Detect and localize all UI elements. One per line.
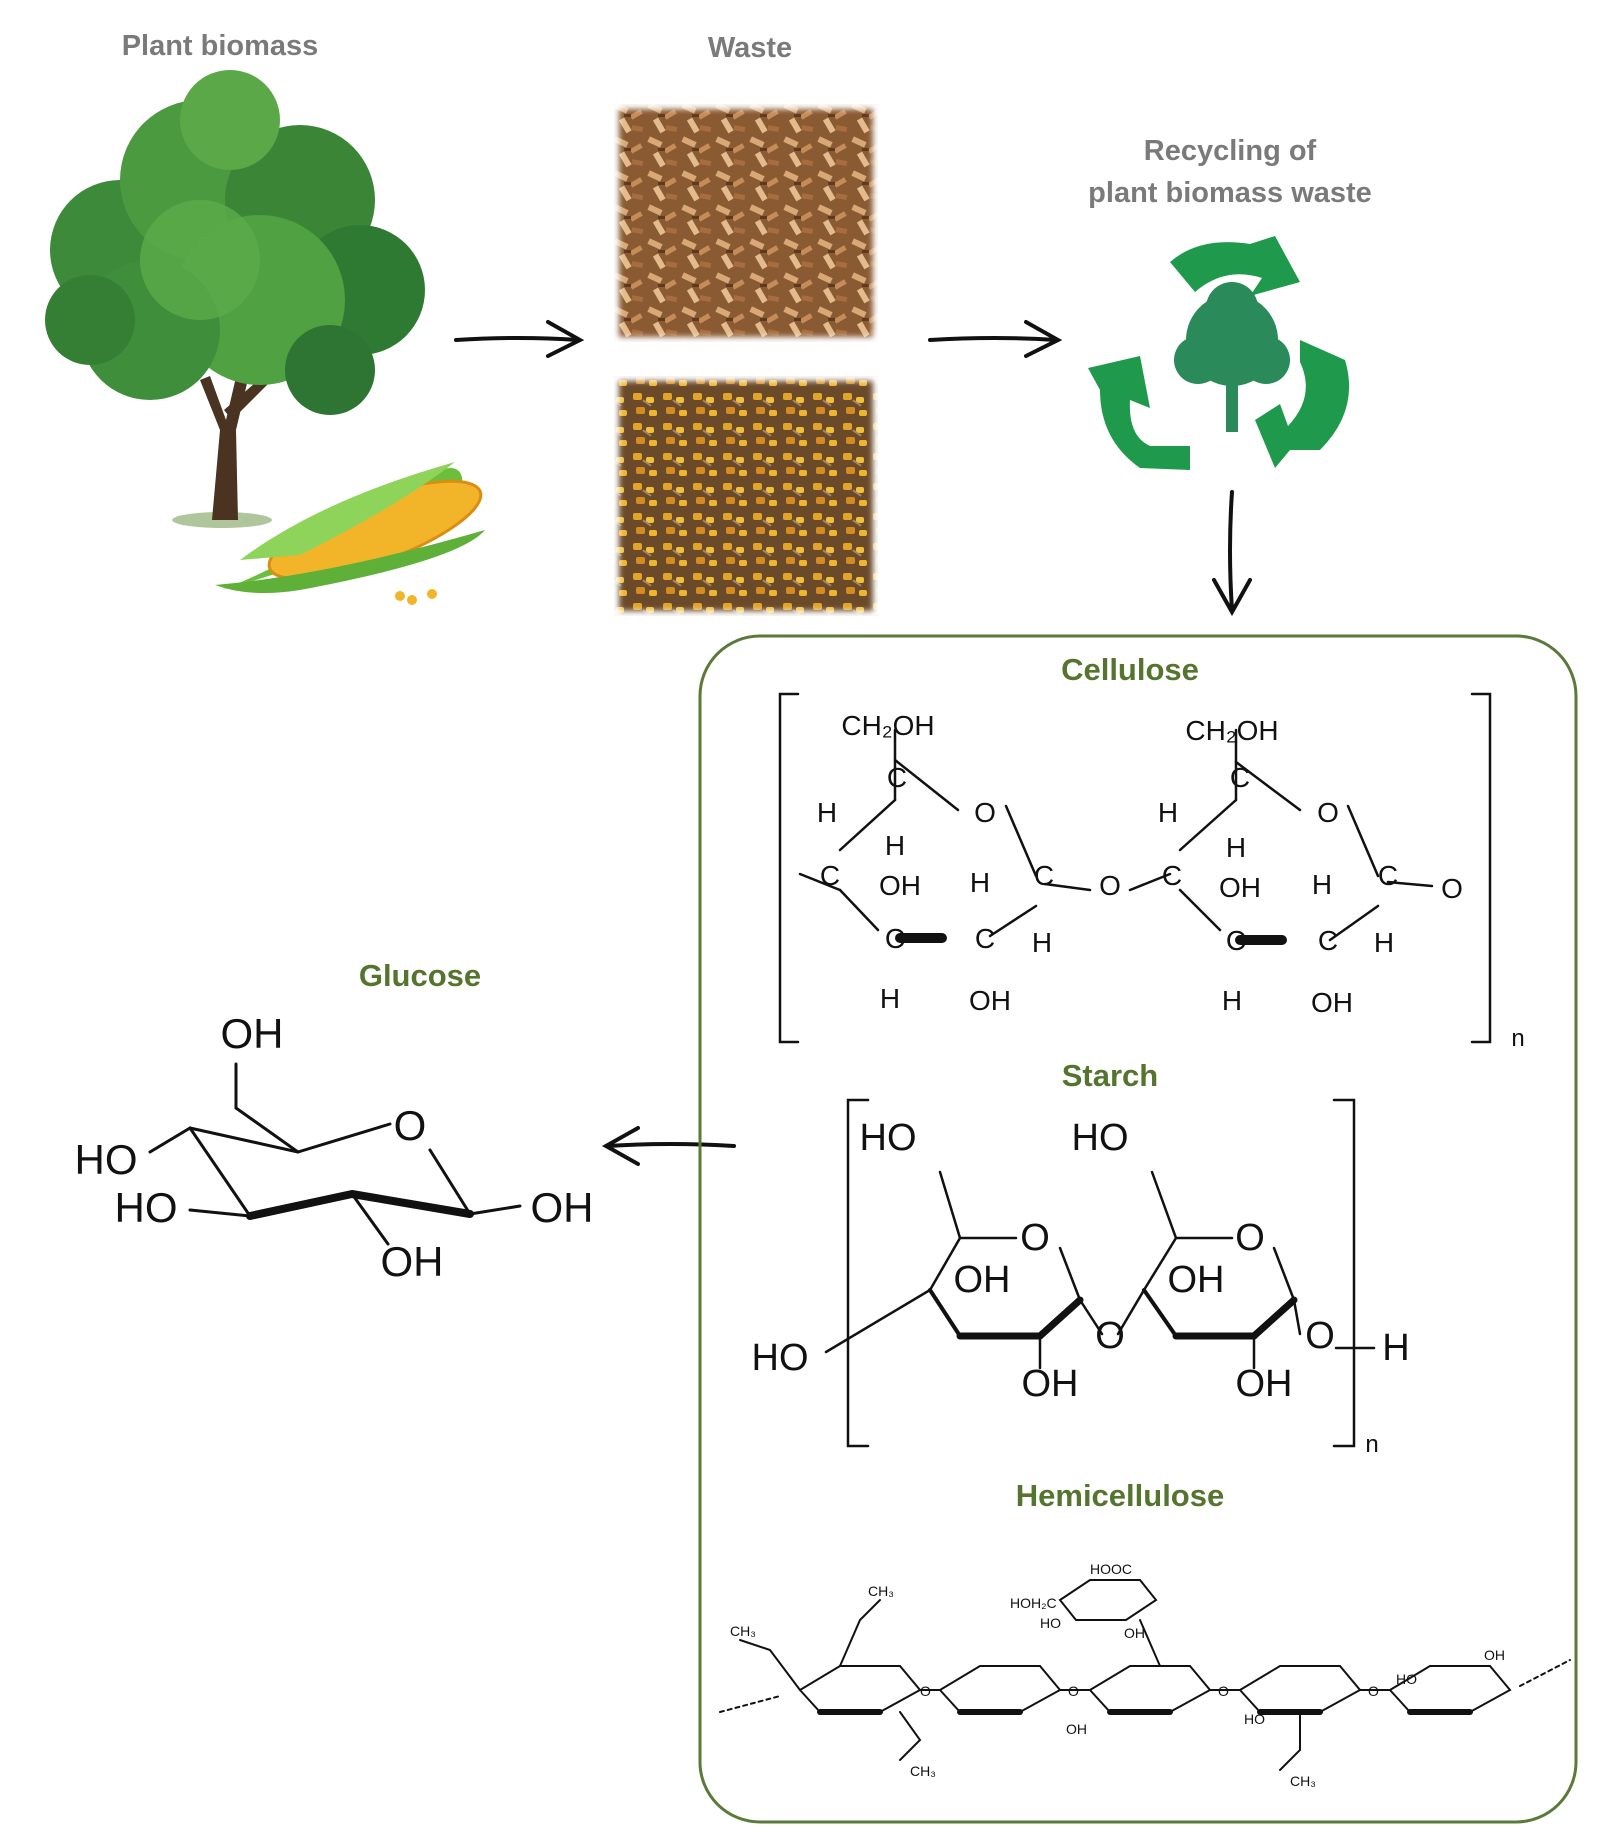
tree-icon <box>45 70 425 528</box>
waste-label: Waste <box>707 32 793 64</box>
cellulose-ch2oh-1: CH₂OH <box>841 710 934 741</box>
starch-oh-4: OH <box>1236 1363 1293 1405</box>
starch-o-1: O <box>1020 1217 1050 1259</box>
hemi-ho-2: HO <box>1396 1671 1417 1687</box>
corn-waste-image <box>609 371 883 621</box>
hemi-o-4: O <box>1368 1683 1379 1699</box>
glucose-oh-bottom: OH <box>381 1238 444 1285</box>
recycle-tree-icon <box>1174 282 1290 432</box>
cellulose-h-3: H <box>970 867 990 898</box>
cellulose-h-10: H <box>1222 985 1242 1016</box>
starch-ho-3: HO <box>752 1337 809 1379</box>
cellulose-n: n <box>1511 1025 1524 1052</box>
hemicellulose-labels: HOOC HOH₂C HO OH CH₃ CH₃ CH₃ CH₃ OH HO H… <box>730 1561 1505 1789</box>
cellulose-h-2: H <box>885 830 905 861</box>
cellulose-h-6: H <box>1158 797 1178 828</box>
glucose-structure <box>148 1062 522 1246</box>
glucose-ho-2: HO <box>115 1184 178 1231</box>
cellulose-c-4: C <box>885 923 905 954</box>
cellulose-h-1: H <box>817 797 837 828</box>
hemi-hoh2c: HOH₂C <box>1010 1595 1057 1611</box>
hemi-ch3-3: CH₃ <box>910 1763 936 1779</box>
glucose-labels: OH O HO HO OH OH <box>75 1010 594 1285</box>
cellulose-label: Cellulose <box>1061 652 1199 687</box>
cellulose-o-2: O <box>1317 797 1339 828</box>
cellulose-h-4: H <box>1032 927 1052 958</box>
cellulose-structure <box>778 692 1492 1044</box>
glucose-ho-1: HO <box>75 1136 138 1183</box>
cellulose-c-10: C <box>1318 925 1338 956</box>
hemi-ho-branch: HO <box>1040 1615 1061 1631</box>
hemi-oh-1: OH <box>1066 1721 1087 1737</box>
starch-o-link: O <box>1095 1315 1125 1357</box>
starch-o-end: O <box>1305 1315 1335 1357</box>
hemi-ch3-1: CH₃ <box>730 1623 756 1639</box>
cellulose-h-8: H <box>1312 869 1332 900</box>
hemi-cooh: HOOC <box>1090 1561 1132 1577</box>
cellulose-oh-3: OH <box>969 985 1011 1016</box>
cellulose-h-5: H <box>880 983 900 1014</box>
cellulose-o-link: O <box>1099 870 1121 901</box>
cellulose-c-3: C <box>1034 860 1054 891</box>
hemi-ch3-4: CH₃ <box>1290 1773 1316 1789</box>
arrow-left-icon <box>601 1126 736 1166</box>
recycling-title: Recycling of plant biomass waste <box>1000 130 1460 214</box>
arrow-right-icon <box>928 320 1063 358</box>
hemicellulose-structure <box>719 1579 1571 1771</box>
hemi-ho-1: HO <box>1244 1711 1265 1727</box>
wood-chips-image <box>609 99 883 347</box>
hemi-o-1: O <box>920 1683 931 1699</box>
cellulose-ch2oh-2: CH₂OH <box>1185 715 1278 746</box>
starch-n: n <box>1365 1431 1378 1458</box>
cellulose-o-end: O <box>1441 873 1463 904</box>
starch-oh-3: OH <box>1022 1363 1079 1405</box>
hemi-ch3-2: CH₃ <box>868 1583 894 1599</box>
recycle-icon <box>1088 236 1350 470</box>
cellulose-oh-4: OH <box>1311 987 1353 1018</box>
arrow-right-icon <box>454 320 585 358</box>
starch-ho-2: HO <box>1072 1117 1129 1159</box>
cellulose-c-2: C <box>887 762 907 793</box>
corn-icon <box>215 462 485 605</box>
hemi-oh-2: OH <box>1484 1647 1505 1663</box>
starch-o-2: O <box>1235 1217 1265 1259</box>
glucose-oh-top: OH <box>221 1010 284 1057</box>
recycling-title-line1: Recycling of <box>1143 135 1317 167</box>
cellulose-c-8: C <box>1378 860 1398 891</box>
plant-biomass-label: Plant biomass <box>121 30 319 62</box>
starch-oh-2: OH <box>1168 1259 1225 1301</box>
cellulose-h-7: H <box>1226 832 1246 863</box>
starch-ho-1: HO <box>860 1117 917 1159</box>
polysaccharides-box <box>698 634 1578 1824</box>
glucose-o-ring: O <box>394 1102 427 1149</box>
cellulose-labels: CH₂OH CH₂OH O O O O OH OH OH OH H H H H … <box>817 710 1525 1052</box>
cellulose-c-5: C <box>975 923 995 954</box>
cellulose-h-9: H <box>1374 927 1394 958</box>
cellulose-c-6: C <box>1162 860 1182 891</box>
hemicellulose-label: Hemicellulose <box>1015 1478 1225 1513</box>
arrow-down-icon <box>1212 490 1252 617</box>
starch-label: Starch <box>1061 1058 1159 1093</box>
starch-structure <box>824 1098 1376 1448</box>
starch-h-end: H <box>1382 1327 1409 1369</box>
cellulose-c-1: C <box>820 860 840 891</box>
cellulose-oh-2: OH <box>1219 872 1261 903</box>
starch-oh-1: OH <box>954 1259 1011 1301</box>
glucose-label: Glucose <box>358 958 482 993</box>
starch-labels: HO HO O O O O OH OH OH OH HO H n <box>752 1117 1410 1458</box>
glucose-oh-right: OH <box>531 1184 594 1231</box>
cellulose-o-1: O <box>974 797 996 828</box>
cellulose-c-9: C <box>1226 925 1246 956</box>
cellulose-c-7: C <box>1230 762 1250 793</box>
cellulose-oh-1: OH <box>879 870 921 901</box>
hemi-o-3: O <box>1218 1683 1229 1699</box>
hemi-oh-branch: OH <box>1124 1625 1145 1641</box>
recycling-title-line2: plant biomass waste <box>1088 177 1372 209</box>
hemi-o-2: O <box>1068 1683 1079 1699</box>
